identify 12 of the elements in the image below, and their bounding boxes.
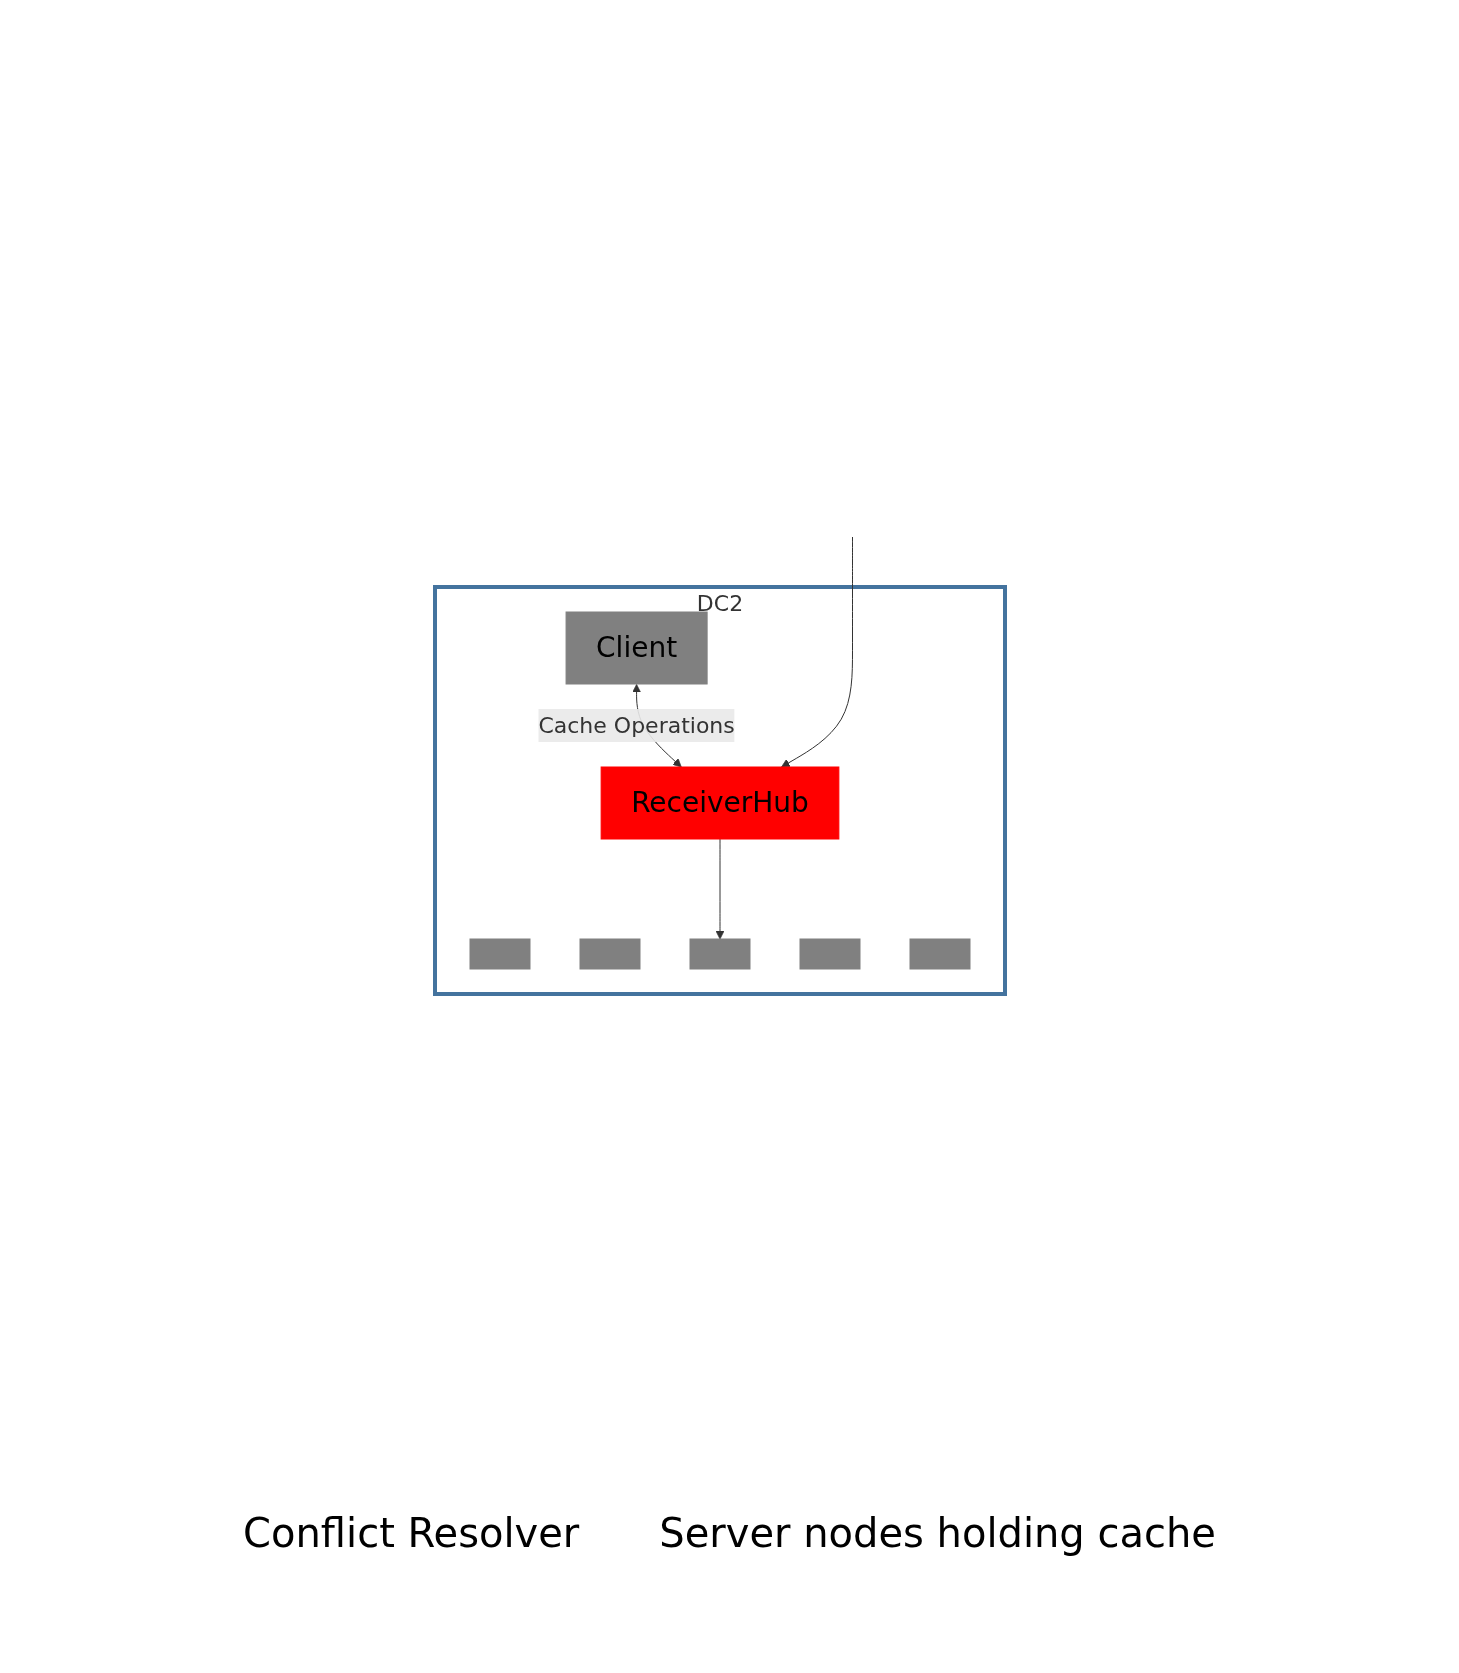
node-box [469,938,531,969]
node-box [689,938,751,969]
arrow [781,536,853,767]
node-box: ReceiverHub [600,766,840,839]
node-box: Client [565,611,708,684]
node-box [909,938,971,969]
node-box [579,938,641,969]
edge-label: Cache Operations [538,712,735,738]
arrow [715,838,725,939]
diagram-note: Server nodes holding cache [659,1510,1216,1556]
node-box [799,938,861,969]
diagram-note: Conflict Resolver [243,1510,580,1556]
